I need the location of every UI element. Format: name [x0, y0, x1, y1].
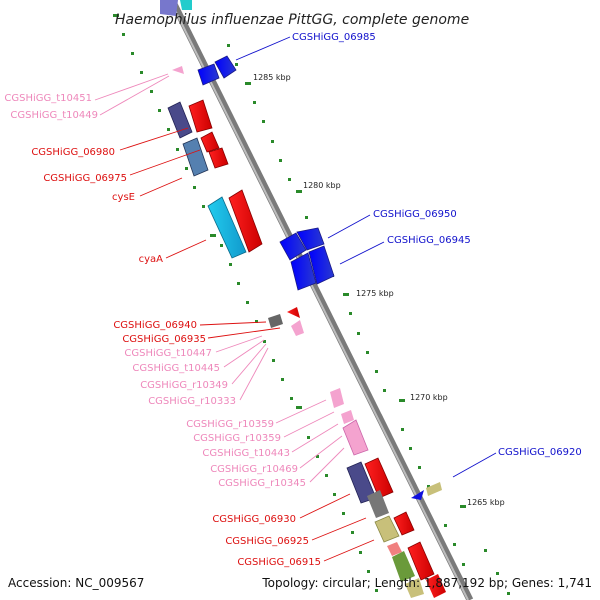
- gene-t10447: [291, 320, 304, 336]
- topology-text: Topology: circular; Length: 1,887,192 bp…: [261, 576, 592, 590]
- gene-06920: [411, 490, 424, 500]
- gene-label-r10359[interactable]: CGSHiGG_r10359: [193, 433, 281, 444]
- gene-label-06945[interactable]: CGSHiGG_06945: [387, 235, 471, 246]
- gene-label-r10333[interactable]: CGSHiGG_r10333: [148, 396, 236, 407]
- gene-06925-olive: [374, 515, 400, 543]
- gene-cysE: [208, 147, 229, 169]
- gene-label-06980[interactable]: CGSHiGG_06980: [31, 147, 115, 158]
- gene-label-r10345[interactable]: CGSHiGG_r10345: [218, 478, 306, 489]
- gene-06980-dark: [167, 101, 193, 139]
- kbp-label: 1270 kbp: [410, 393, 448, 402]
- left-labels: CGSHiGG_t10451 CGSHiGG_t10449 CGSHiGG_06…: [4, 93, 321, 568]
- gene-label-r10349[interactable]: CGSHiGG_r10349: [140, 380, 228, 391]
- forward-strand-genes: [197, 55, 442, 500]
- gene-r10359: [330, 388, 344, 408]
- gene-label-cysE[interactable]: cysE: [112, 192, 135, 203]
- gene-label-t10447[interactable]: CGSHiGG_t10447: [124, 348, 212, 359]
- gene-06950-b: [296, 227, 325, 251]
- gene-r10345: [342, 419, 369, 456]
- gene-label-06915[interactable]: CGSHiGG_06915: [237, 557, 321, 568]
- kbp-label: 1275 kbp: [356, 289, 394, 298]
- gene-06915: [407, 541, 435, 581]
- left-connectors: [94, 73, 375, 562]
- gene-label-t10445[interactable]: CGSHiGG_t10445: [132, 363, 220, 374]
- gene-label-06940[interactable]: CGSHiGG_06940: [113, 320, 197, 331]
- gene-06985-b: [214, 55, 237, 79]
- gene-label-cyaA[interactable]: cyaA: [139, 254, 164, 265]
- gene-06985-a: [197, 63, 220, 86]
- gene-06935: [287, 307, 300, 318]
- gene-06930: [364, 457, 394, 499]
- gene-label-06920[interactable]: CGSHiGG_06920: [498, 447, 582, 458]
- gene-06920-b: [426, 482, 442, 496]
- gene-06945: [290, 252, 317, 291]
- gene-label-06935[interactable]: CGSHiGG_06935: [122, 334, 206, 345]
- reverse-strand-genes: [167, 99, 446, 598]
- map-title: Haemophilus influenzae PittGG, complete …: [115, 12, 469, 28]
- gene-06945-b: [308, 245, 335, 285]
- gene-bottom-olive: [405, 578, 424, 598]
- top-partial-feature: [160, 0, 192, 16]
- gene-label-t10449[interactable]: CGSHiGG_t10449: [10, 110, 98, 121]
- gene-r10469: [341, 410, 354, 424]
- right-connectors: [235, 36, 497, 478]
- gene-06980: [188, 99, 213, 133]
- gene-06925: [393, 511, 415, 536]
- gene-06975: [200, 131, 220, 153]
- gene-06915-green: [392, 551, 415, 582]
- kbp-label: 1265 kbp: [467, 498, 505, 507]
- gene-bottom-red: [426, 574, 446, 598]
- gene-06915-pink: [387, 542, 402, 556]
- gene-06975-dark: [182, 137, 209, 177]
- gene-label-t10451[interactable]: CGSHiGG_t10451: [4, 93, 92, 104]
- right-labels: CGSHiGG_06985 CGSHiGG_06950 CGSHiGG_0694…: [292, 32, 582, 458]
- gene-06930-gray: [367, 490, 389, 518]
- gene-label-06975[interactable]: CGSHiGG_06975: [43, 173, 127, 184]
- gene-06950: [279, 232, 307, 261]
- tick-dots-inner: [113, 14, 378, 592]
- gene-label-r10469[interactable]: CGSHiGG_r10469: [210, 464, 298, 475]
- gene-label-06985[interactable]: CGSHiGG_06985: [292, 32, 376, 43]
- gene-label-06925[interactable]: CGSHiGG_06925: [225, 536, 309, 547]
- gene-label-06930[interactable]: CGSHiGG_06930: [212, 514, 296, 525]
- tick-dots-outer: [227, 44, 510, 595]
- kbp-label: 1280 kbp: [303, 181, 341, 190]
- accession-text: Accession: NC_009567: [8, 576, 144, 590]
- gene-label-r10359[interactable]: CGSHiGG_r10359: [186, 419, 274, 430]
- gene-cyaA: [228, 189, 263, 253]
- gene-label-t10443[interactable]: CGSHiGG_t10443: [202, 448, 290, 459]
- genome-backbone: [168, 0, 474, 600]
- gene-06940: [268, 314, 283, 328]
- kbp-label: 1285 kbp: [253, 73, 291, 82]
- gene-label-06950[interactable]: CGSHiGG_06950: [373, 209, 457, 220]
- gene-cyaA-cyan: [207, 196, 247, 259]
- gene-t10451: [172, 66, 184, 74]
